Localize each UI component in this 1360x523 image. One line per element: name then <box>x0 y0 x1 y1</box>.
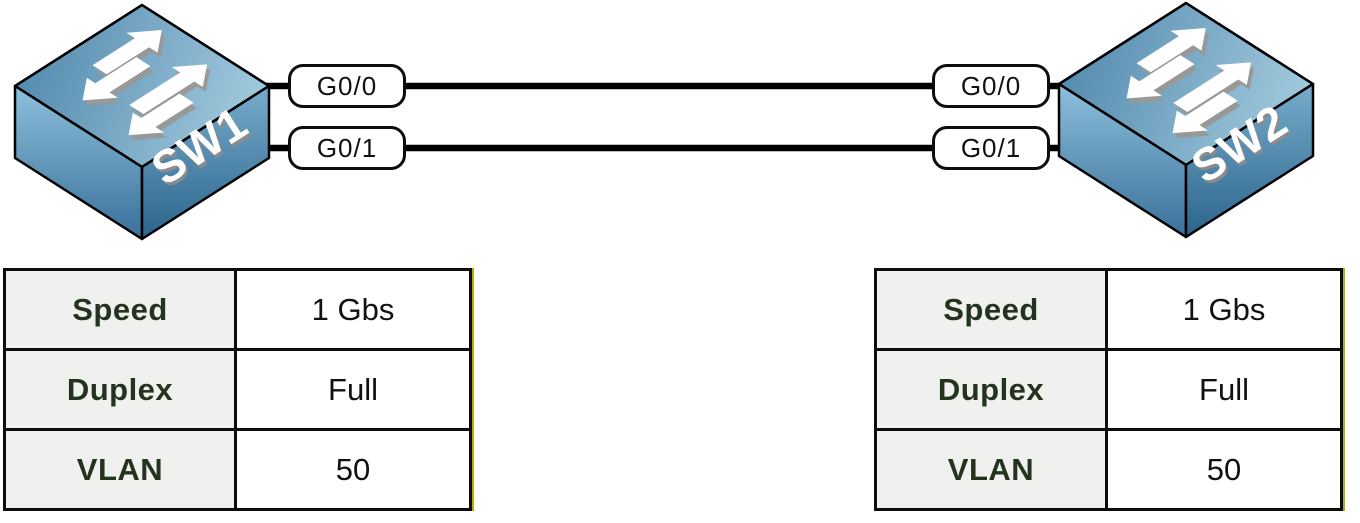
table-value-cell: 1 Gbs <box>1105 268 1343 351</box>
switch-sw2: SW2 SW2 <box>1057 1 1315 239</box>
table-value-cell: 50 <box>234 428 472 511</box>
port-label-sw1-g0-1: G0/1 <box>288 126 406 170</box>
table-row: Duplex Full <box>3 348 472 431</box>
table-header-cell: Duplex <box>3 348 237 431</box>
port-label-sw1-g0-0: G0/0 <box>288 64 406 108</box>
port-label-sw2-g0-0: G0/0 <box>932 64 1050 108</box>
table-value-cell: Full <box>234 348 472 431</box>
table-row: Duplex Full <box>874 348 1343 431</box>
table-header-cell: Duplex <box>874 348 1108 431</box>
switch-sw1: SW1 SW1 <box>13 3 271 241</box>
table-header-cell: VLAN <box>3 428 237 511</box>
table-header-cell: Speed <box>874 268 1108 351</box>
table-row: VLAN 50 <box>874 428 1343 511</box>
table-header-cell: VLAN <box>874 428 1108 511</box>
table-value-cell: 50 <box>1105 428 1343 511</box>
table-value-cell: 1 Gbs <box>234 268 472 351</box>
sw2-port-config-table: Speed 1 Gbs Duplex Full VLAN 50 <box>874 268 1345 511</box>
sw1-port-config-table: Speed 1 Gbs Duplex Full VLAN 50 <box>3 268 474 511</box>
table-row: VLAN 50 <box>3 428 472 511</box>
port-label-sw2-g0-1: G0/1 <box>932 126 1050 170</box>
table-value-cell: Full <box>1105 348 1343 431</box>
table-header-cell: Speed <box>3 268 237 351</box>
table-row: Speed 1 Gbs <box>3 268 472 351</box>
table-row: Speed 1 Gbs <box>874 268 1343 351</box>
